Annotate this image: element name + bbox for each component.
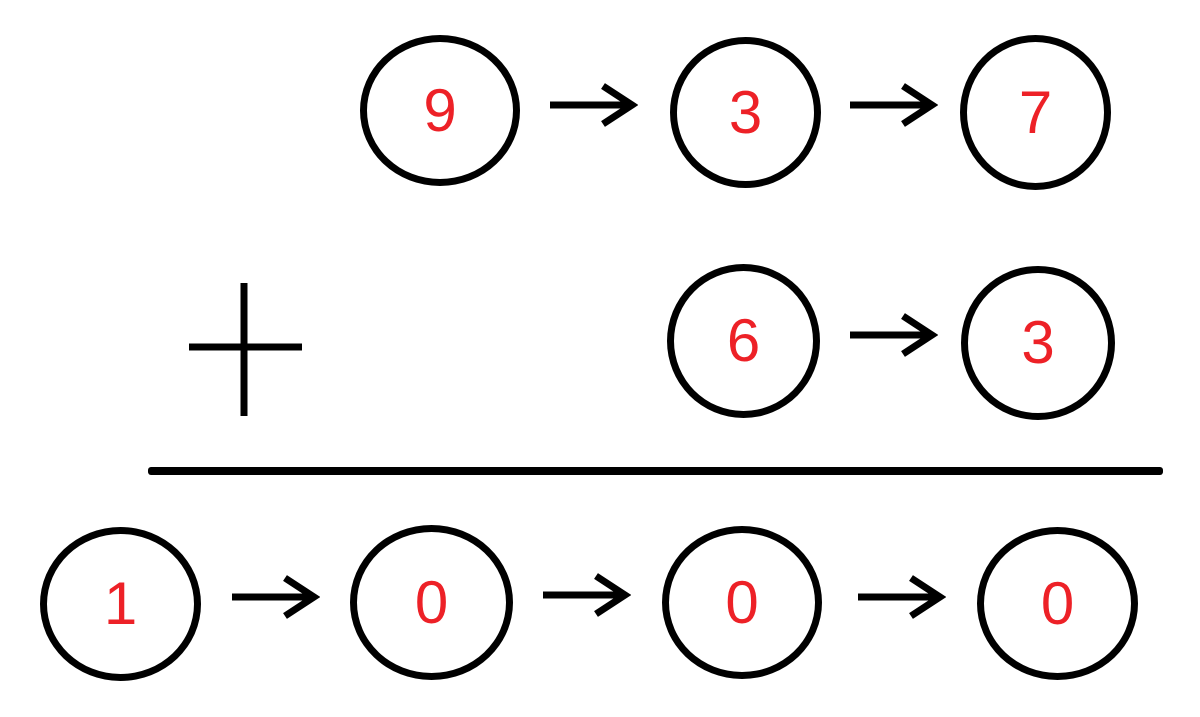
plus-icon (189, 283, 302, 416)
arrow-right-icon (550, 83, 638, 127)
arrow-right-icon (858, 575, 946, 619)
digit-value: 3 (728, 78, 763, 146)
sum-circle-3: 0 (662, 526, 822, 679)
digit-value: 1 (103, 570, 138, 637)
sum-circle-1: 1 (40, 527, 201, 681)
digit-value: 0 (725, 568, 759, 636)
arrow-right-icon (543, 573, 631, 617)
addend2-circle-2: 3 (961, 266, 1115, 420)
addend1-circle-3: 7 (960, 35, 1111, 190)
digit-value: 3 (1021, 309, 1055, 376)
addend1-circle-2: 3 (670, 37, 821, 188)
sum-circle-4: 0 (977, 527, 1138, 680)
addend1-circle-1: 9 (360, 35, 520, 186)
addend2-circle-1: 6 (667, 264, 820, 418)
sum-divider-line (148, 467, 1163, 475)
digit-value: 0 (1040, 569, 1075, 637)
digit-value: 9 (423, 76, 457, 144)
sum-circle-2: 0 (350, 525, 513, 680)
arrow-right-icon (850, 313, 938, 357)
arrow-right-icon (850, 83, 938, 127)
arrow-right-icon (232, 575, 320, 619)
digit-value: 0 (414, 568, 449, 636)
digit-value: 6 (726, 307, 761, 374)
digit-value: 7 (1018, 78, 1053, 146)
